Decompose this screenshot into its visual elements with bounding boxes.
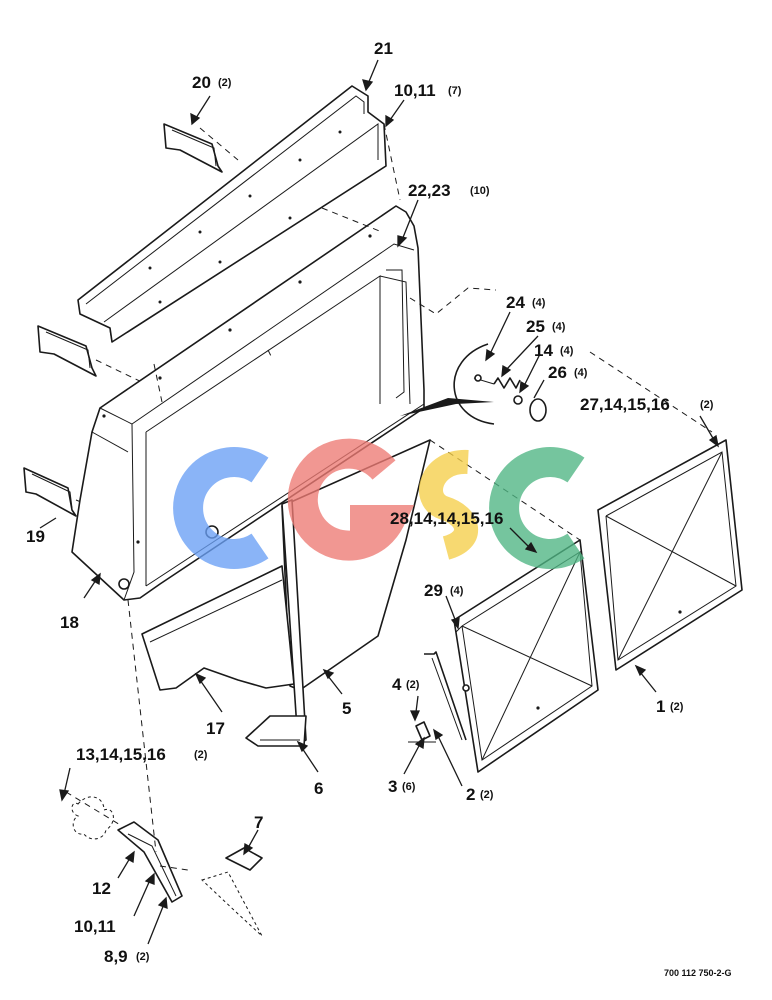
bracket-left-middle xyxy=(37,325,151,387)
watermark-letter-4 xyxy=(489,447,585,569)
watermark-letter-2 xyxy=(287,438,415,561)
callout-10-11-top-qty: (7) xyxy=(448,85,462,97)
post-part-6 xyxy=(245,499,307,747)
callout-21: 21 xyxy=(374,39,393,58)
callout-19: 19 xyxy=(26,527,45,546)
callout-26: 26 xyxy=(548,363,567,382)
callout-27: 27,14,15,16 xyxy=(580,395,670,414)
callout-20-qty: (2) xyxy=(218,77,232,89)
callout-29-qty: (4) xyxy=(450,585,464,597)
callout-27-qty: (2) xyxy=(700,399,714,411)
callout-24-qty: (4) xyxy=(532,297,546,309)
callout-20: 20 xyxy=(192,73,211,92)
drawing-number: 700 112 750-2-G xyxy=(664,968,732,978)
lower-bracket-part-12 xyxy=(117,821,183,903)
callout-2: 2 xyxy=(466,785,475,804)
callout-29: 29 xyxy=(424,581,443,600)
callout-17: 17 xyxy=(206,719,225,738)
hardware-group-24-26 xyxy=(400,343,547,425)
callout-3-qty: (6) xyxy=(402,781,416,793)
callout-1: 1 xyxy=(656,697,665,716)
callout-13-qty: (2) xyxy=(194,749,208,761)
callout-8-9-qty: (2) xyxy=(136,951,150,963)
callout-8-9: 8,9 xyxy=(104,947,128,966)
callout-25-qty: (4) xyxy=(552,321,566,333)
callout-12: 12 xyxy=(92,879,111,898)
callout-25: 25 xyxy=(526,317,545,336)
bracket-part-20 xyxy=(163,123,239,173)
callout-5: 5 xyxy=(342,699,351,718)
callout-10-11-bottom: 10,11 xyxy=(74,917,116,936)
latch-part-2 xyxy=(408,651,470,743)
callout-18: 18 xyxy=(60,613,79,632)
callout-13: 13,14,15,16 xyxy=(76,745,166,764)
callout-2-qty: (2) xyxy=(480,789,494,801)
callout-22-23-qty: (10) xyxy=(470,185,490,197)
callout-3: 3 xyxy=(388,777,397,796)
callout-4: 4 xyxy=(392,675,402,694)
callout-6: 6 xyxy=(314,779,323,798)
door-right-part-1 xyxy=(589,351,743,671)
callout-4-qty: (2) xyxy=(406,679,420,691)
watermark-letter-3 xyxy=(419,450,478,560)
callout-14: 14 xyxy=(534,341,553,360)
watermark-letter-1 xyxy=(173,447,269,569)
callout-10-11-top: 10,11 xyxy=(394,81,436,100)
watermark-logo xyxy=(173,438,585,569)
callout-22-23: 22,23 xyxy=(408,181,451,200)
plate-part-7 xyxy=(225,847,263,871)
callout-24: 24 xyxy=(506,293,525,312)
rod-part-13 xyxy=(71,796,114,840)
callout-14-qty: (4) xyxy=(560,345,574,357)
callout-28: 28,14,14,15,16 xyxy=(390,509,503,528)
panel-part-17 xyxy=(141,565,295,691)
top-shield-part-21 xyxy=(77,85,387,343)
callout-26-qty: (4) xyxy=(574,367,588,379)
callout-7: 7 xyxy=(254,813,263,832)
leader-lines xyxy=(39,59,719,945)
callout-labels: 21 20 (2) 10,11 (7) 22,23 (10) 24 (4) 25… xyxy=(26,39,732,978)
callout-1-qty: (2) xyxy=(670,701,684,713)
